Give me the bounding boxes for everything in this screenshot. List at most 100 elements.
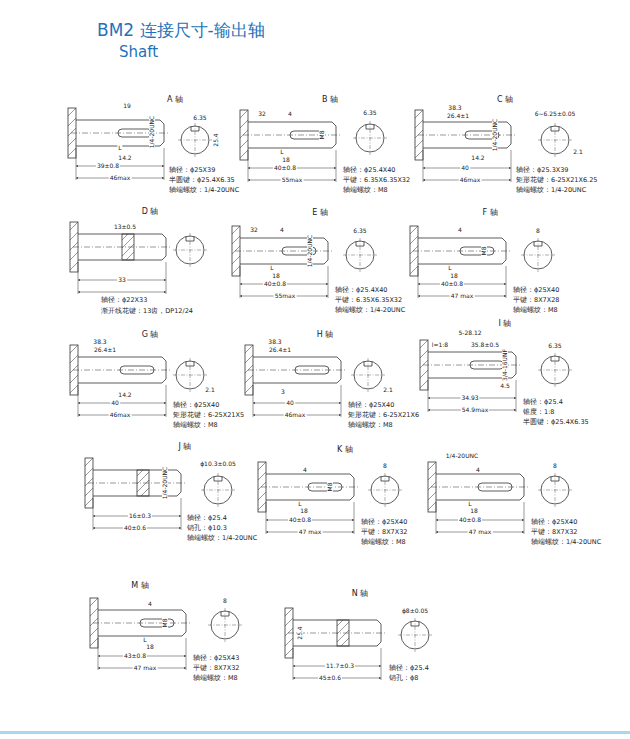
dimension: 14.2 [117,155,132,161]
spec-line: 轴径：ϕ25.4X40 [334,287,388,294]
dimension: 11.7±0.3 [325,663,355,669]
dimension: 1/4-20UNC [162,466,168,501]
spec-line: 轴端螺纹：1/4-20UNC [186,535,258,542]
spec-line: 半圆键：ϕ25.4X6.35 [522,419,590,426]
dimension: 35.8±0.5 [470,342,500,348]
dimension: 14.2 [117,392,132,398]
spec-line: 轴径：ϕ25.3X39 [515,167,569,174]
end-view [173,358,207,392]
dimension: 4 [475,467,481,473]
dimension: 1/4-20UNC [445,453,480,459]
spec-line: 轴径：ϕ25X39 [168,167,216,174]
spec-line: 平键：8X7X32 [360,529,408,536]
shaft-name: M 轴 [130,582,149,590]
end-view [351,358,385,392]
dimension: 2.1 [382,387,394,393]
spec-line: 轴端螺纹：M8 [342,187,389,194]
dimension: 46max [109,175,132,181]
shaft-view [410,226,510,298]
dimension: 40±0.8 [440,281,464,287]
spec-line: 矩形花键：6-25X21X5 [172,412,245,419]
end-views [173,121,572,652]
dimension: 6.35 [362,110,377,116]
shaft-name: G 轴 [141,331,160,339]
end-view [398,618,432,652]
shaft-name: B 轴 [321,96,339,104]
dimension: 55max [281,177,304,183]
dimension: 39±0.8 [96,163,120,169]
dimension: ϕ10.3±0.05 [199,461,237,467]
dimension: 8 [552,463,558,469]
dimension: M8 [327,482,333,493]
end-view [208,608,242,642]
dimension: M8 [481,246,487,257]
spec-line: 矩形花键：6-25X21X6.25 [515,177,598,184]
dimension: L [447,265,452,271]
dimension: 40 [110,400,120,406]
dimension: L [269,265,274,271]
shaft-view [240,110,340,182]
dimension: 33 [117,277,127,283]
shaft-name: H 轴 [316,331,335,339]
dimension: 4 [147,601,153,607]
dimension: 18 [449,273,459,279]
spec-line: 轴端螺纹：1/4-20UNC [530,539,602,546]
dimension: L [279,149,284,155]
dimension: ϕ8±0.05 [401,608,429,614]
side-views [68,108,528,680]
dimension: 8 [222,598,228,604]
dimension: 25.4 [297,625,303,640]
dimension: M8 [319,130,325,141]
spec-line: 半圆键：ϕ25.4X6.35 [168,177,236,184]
dimension: 8 [382,463,388,469]
spec-line: 轴端螺纹：1/4-20UNC [515,187,587,194]
spec-line: 轴径：ϕ25X43 [192,655,240,662]
shaft-view [428,462,528,534]
shaft-name: N 轴 [351,590,370,598]
dimension: 46max [284,412,307,418]
end-view [173,233,207,267]
bottom-band [0,731,630,734]
dimension: 6.35 [352,228,367,234]
dimension: 6.35 [547,343,562,349]
dimension: 47 max [133,665,158,671]
shaft-view [245,345,345,417]
dimension: 13±0.5 [113,224,137,230]
dimension: 8 [535,228,541,234]
shaft-name: I 轴 [498,320,513,328]
dimension: 40±0.8 [458,517,482,523]
dimension: 3/4-16UNF [502,348,508,382]
dimension: 47 max [298,529,323,535]
dimension: 4 [302,467,308,473]
spec-line: 平键：8X7X32 [192,665,240,672]
dimension: 25.4 [213,132,219,147]
spec-line: 轴端螺纹：1/4-20UNC [168,187,240,194]
end-view [538,123,572,157]
shaft-name: A 轴 [166,96,184,104]
dimension: 2.1 [572,149,584,155]
dimension: 38.3 [92,339,107,345]
end-view [368,473,402,507]
dimension: 46max [459,177,482,183]
spec-line: 轴径：ϕ25X40 [347,402,395,409]
shaft-view [70,222,170,294]
spec-line: 轴端螺纹：M8 [512,307,559,314]
dimension: 47 max [468,529,493,535]
dimension: 40±0.8 [263,281,287,287]
dimension: 14.2 [470,155,485,161]
dimension: 40±0.8 [273,165,297,171]
shaft-name: F 轴 [481,209,498,217]
dimension: L [467,501,472,507]
dimension: 18 [145,644,155,650]
spec-line: 平键：6.35X6.35X32 [334,297,403,304]
shaft-view [285,608,385,680]
dimension: 1/4-20UNC [149,115,155,150]
shaft-view [415,110,515,182]
dimension: 18 [469,508,479,514]
shaft-view [420,340,520,412]
end-view [521,238,555,272]
dimension: 2.1 [204,387,216,393]
spec-line: 轴径：ϕ25.4X40 [342,167,396,174]
dimension: 43±0.8 [123,653,147,659]
